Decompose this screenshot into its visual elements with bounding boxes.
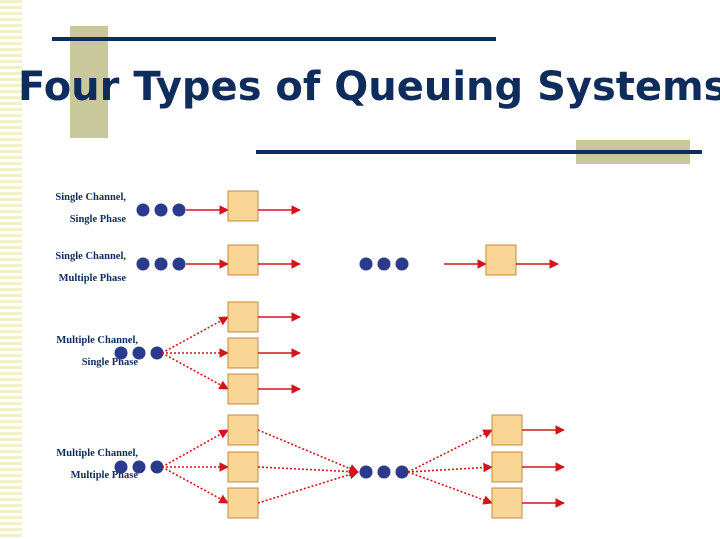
striped-left-border	[0, 0, 22, 539]
dotted-arrow	[257, 466, 359, 477]
server-box	[227, 414, 259, 446]
queue-dot	[114, 460, 128, 474]
dotted-arrow	[161, 316, 229, 354]
label-line: Single Channel,	[55, 251, 126, 262]
queue-dot	[132, 346, 146, 360]
server-box	[227, 451, 259, 483]
server-box	[491, 451, 523, 483]
queue-dot	[359, 465, 373, 479]
queue-dot	[172, 203, 186, 217]
server-box	[227, 190, 259, 222]
server-box	[227, 487, 259, 519]
queue-dot	[154, 257, 168, 271]
queue-dot	[132, 460, 146, 474]
dotted-arrow	[407, 471, 493, 505]
server-box	[227, 337, 259, 369]
dotted-arrow	[161, 429, 229, 468]
server-box	[227, 373, 259, 405]
queue-dot	[150, 460, 164, 474]
top-rule	[52, 37, 496, 41]
dotted-arrow	[161, 466, 229, 504]
label-line: Single Phase	[81, 357, 138, 368]
dotted-arrow	[257, 469, 359, 504]
queue-dot	[114, 346, 128, 360]
dotted-arrow	[407, 462, 493, 473]
queue-dot	[136, 203, 150, 217]
label-line: Multiple Phase	[70, 470, 138, 481]
label-multiple-channel-multiple-phase: Multiple Channel, Multiple Phase	[0, 443, 138, 487]
label-line: Multiple Phase	[58, 273, 126, 284]
queue-dot	[395, 465, 409, 479]
dotted-arrow	[257, 429, 359, 474]
label-line: Multiple Channel,	[56, 335, 138, 346]
queue-dot	[150, 346, 164, 360]
server-box	[227, 301, 259, 333]
dotted-arrow	[407, 429, 493, 473]
label-line: Multiple Channel,	[56, 448, 138, 459]
label-single-channel-single-phase: Single Channel, Single Phase	[6, 187, 126, 231]
label-multiple-channel-single-phase: Multiple Channel, Single Phase	[0, 330, 138, 374]
queue-dot	[136, 257, 150, 271]
bottom-rule	[256, 150, 702, 154]
queue-dot	[377, 257, 391, 271]
label-line: Single Phase	[69, 214, 126, 225]
queue-dot	[395, 257, 409, 271]
slide-title: Four Types of Queuing Systems	[18, 64, 720, 110]
server-box	[491, 414, 523, 446]
queue-dot	[359, 257, 373, 271]
server-box	[227, 244, 259, 276]
server-box	[485, 244, 517, 276]
server-box	[491, 487, 523, 519]
queue-dot	[172, 257, 186, 271]
dotted-arrow	[161, 352, 229, 390]
queue-dot	[154, 203, 168, 217]
title-accent-block	[70, 26, 108, 138]
label-line: Single Channel,	[55, 192, 126, 203]
label-single-channel-multiple-phase: Single Channel, Multiple Phase	[6, 246, 126, 290]
queue-dot	[377, 465, 391, 479]
